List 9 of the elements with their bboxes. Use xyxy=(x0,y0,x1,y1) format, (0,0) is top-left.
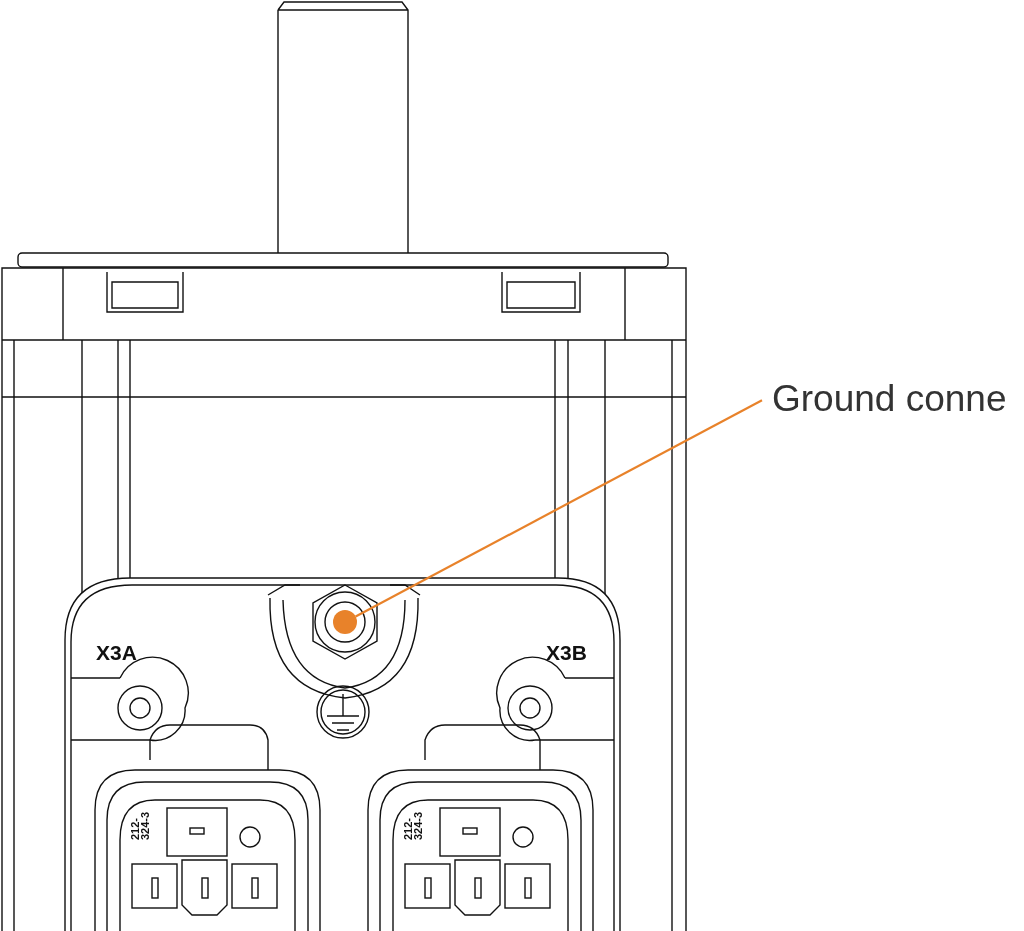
ground-point-marker xyxy=(333,610,357,634)
connector-label: X3A xyxy=(96,642,137,663)
part-number: 324-3 xyxy=(140,811,151,840)
part-number: 324-3 xyxy=(413,811,424,840)
connector-label: X3B xyxy=(546,642,587,663)
part-number: 212- xyxy=(403,817,414,840)
leader-line xyxy=(355,399,763,618)
callout-text: Ground conne xyxy=(772,378,1007,420)
part-number: 212- xyxy=(130,817,141,840)
